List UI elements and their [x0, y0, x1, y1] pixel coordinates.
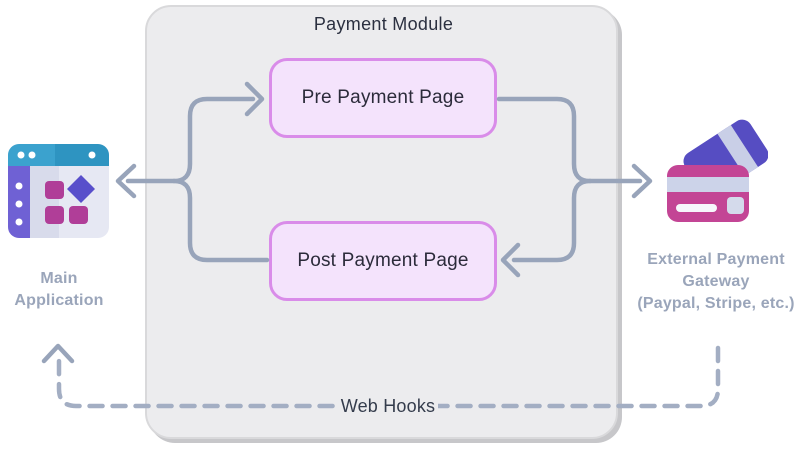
web-hooks-label: Web Hooks [338, 394, 438, 419]
post-payment-page-node: Post Payment Page [269, 221, 497, 301]
window-body-shade [30, 166, 59, 238]
post-payment-page-label: Post Payment Page [297, 250, 469, 271]
tile-diamond [67, 175, 95, 203]
tile-square [45, 181, 64, 199]
main-application-icon [8, 144, 109, 238]
sidebar-dot [15, 218, 23, 226]
app-window [8, 144, 109, 238]
sidebar-dot [15, 200, 23, 208]
credit-cards-icon [667, 119, 768, 222]
front-card [667, 165, 749, 222]
card-chip [727, 197, 744, 214]
tile-square [45, 206, 64, 224]
pre-payment-page-node: Pre Payment Page [269, 58, 497, 138]
arrowhead-to-gateway [631, 163, 653, 199]
arrowhead-to-main-application [115, 163, 137, 199]
card-signature-line [676, 204, 717, 212]
external-gateway-label: External Payment Gateway (Paypal, Stripe… [637, 251, 795, 312]
pre-payment-page-label: Pre Payment Page [301, 87, 465, 108]
arrowhead-webhooks-up [41, 343, 75, 364]
topbar-dot [88, 151, 96, 159]
payment-module-title: Payment Module [313, 14, 454, 34]
main-application-label: Main Application [14, 270, 104, 309]
window-topbar-right [55, 144, 109, 166]
sidebar-dot [15, 182, 23, 190]
topbar-dot [28, 151, 36, 159]
tile-square [69, 206, 88, 224]
topbar-dot [17, 151, 25, 159]
